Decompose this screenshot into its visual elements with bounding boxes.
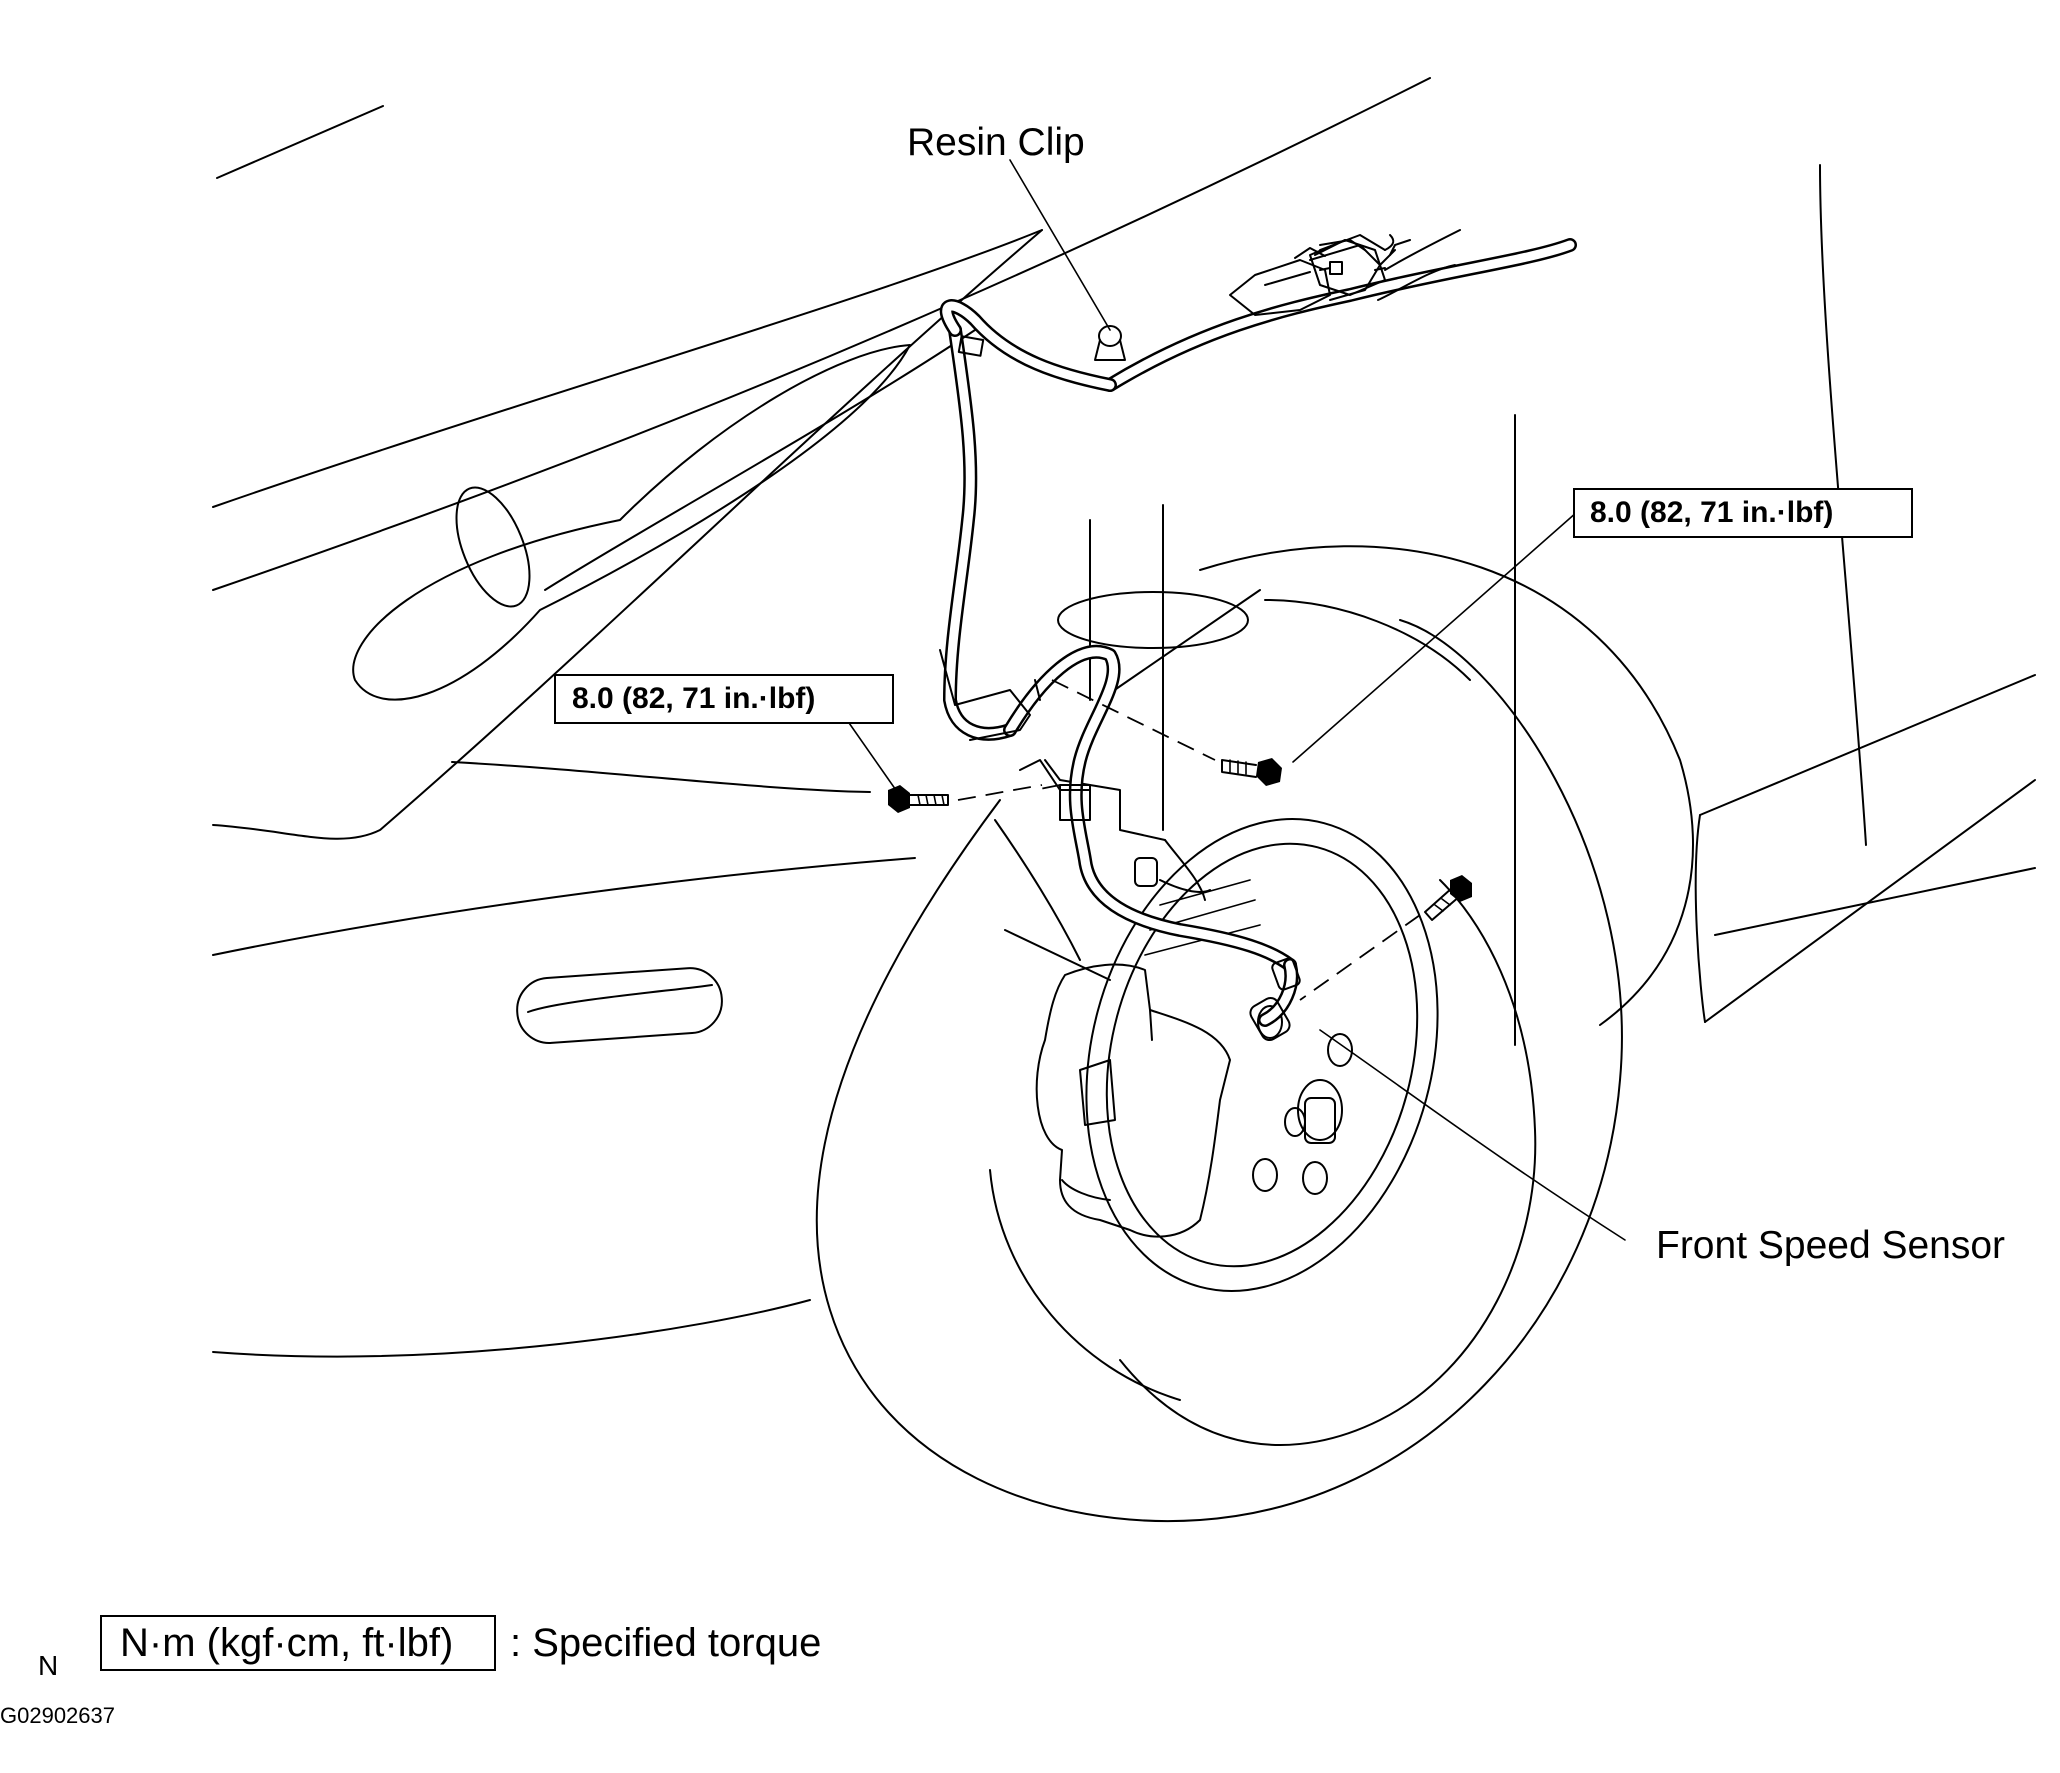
strut-assembly bbox=[1044, 504, 1261, 901]
torque-left-label: 8.0 (82, 71 in.·lbf) bbox=[572, 682, 815, 715]
bolt-left bbox=[888, 785, 949, 813]
legend-unit-text: N·m (kgf·cm, ft·lbf) bbox=[120, 1621, 453, 1665]
bolt-sensor bbox=[1424, 875, 1472, 921]
torque-upper-right-label: 8.0 (82, 71 in.·lbf) bbox=[1590, 496, 1833, 529]
figure-code: G02902637 bbox=[0, 1703, 115, 1728]
resin-clip bbox=[1094, 325, 1126, 361]
tire-and-wheel bbox=[815, 619, 1623, 1523]
front-speed-sensor-label: Front Speed Sensor bbox=[1656, 1224, 2005, 1267]
connector bbox=[1229, 229, 1461, 316]
legend-description: : Specified torque bbox=[510, 1621, 821, 1665]
torque-box-left bbox=[554, 674, 894, 724]
wire-brackets bbox=[939, 335, 1301, 1042]
sensor-wire-harness bbox=[939, 238, 1577, 1027]
torque-box-upper-right bbox=[1573, 488, 1913, 538]
labels: Resin Clip Front Speed Sensor 8.0 (82, 7… bbox=[554, 121, 2005, 1267]
bolt-upper-right bbox=[1221, 758, 1282, 786]
vehicle-body bbox=[212, 77, 2036, 1358]
legend-unit-box bbox=[100, 1615, 496, 1671]
resin-clip-label: Resin Clip bbox=[907, 121, 1085, 164]
legend: N N·m (kgf·cm, ft·lbf) : Specified torqu… bbox=[0, 1615, 821, 1728]
assembly-lines bbox=[957, 679, 1421, 1001]
bolts bbox=[888, 758, 1472, 921]
north-marker: N bbox=[38, 1650, 58, 1681]
brake-caliper bbox=[1004, 929, 1231, 1238]
